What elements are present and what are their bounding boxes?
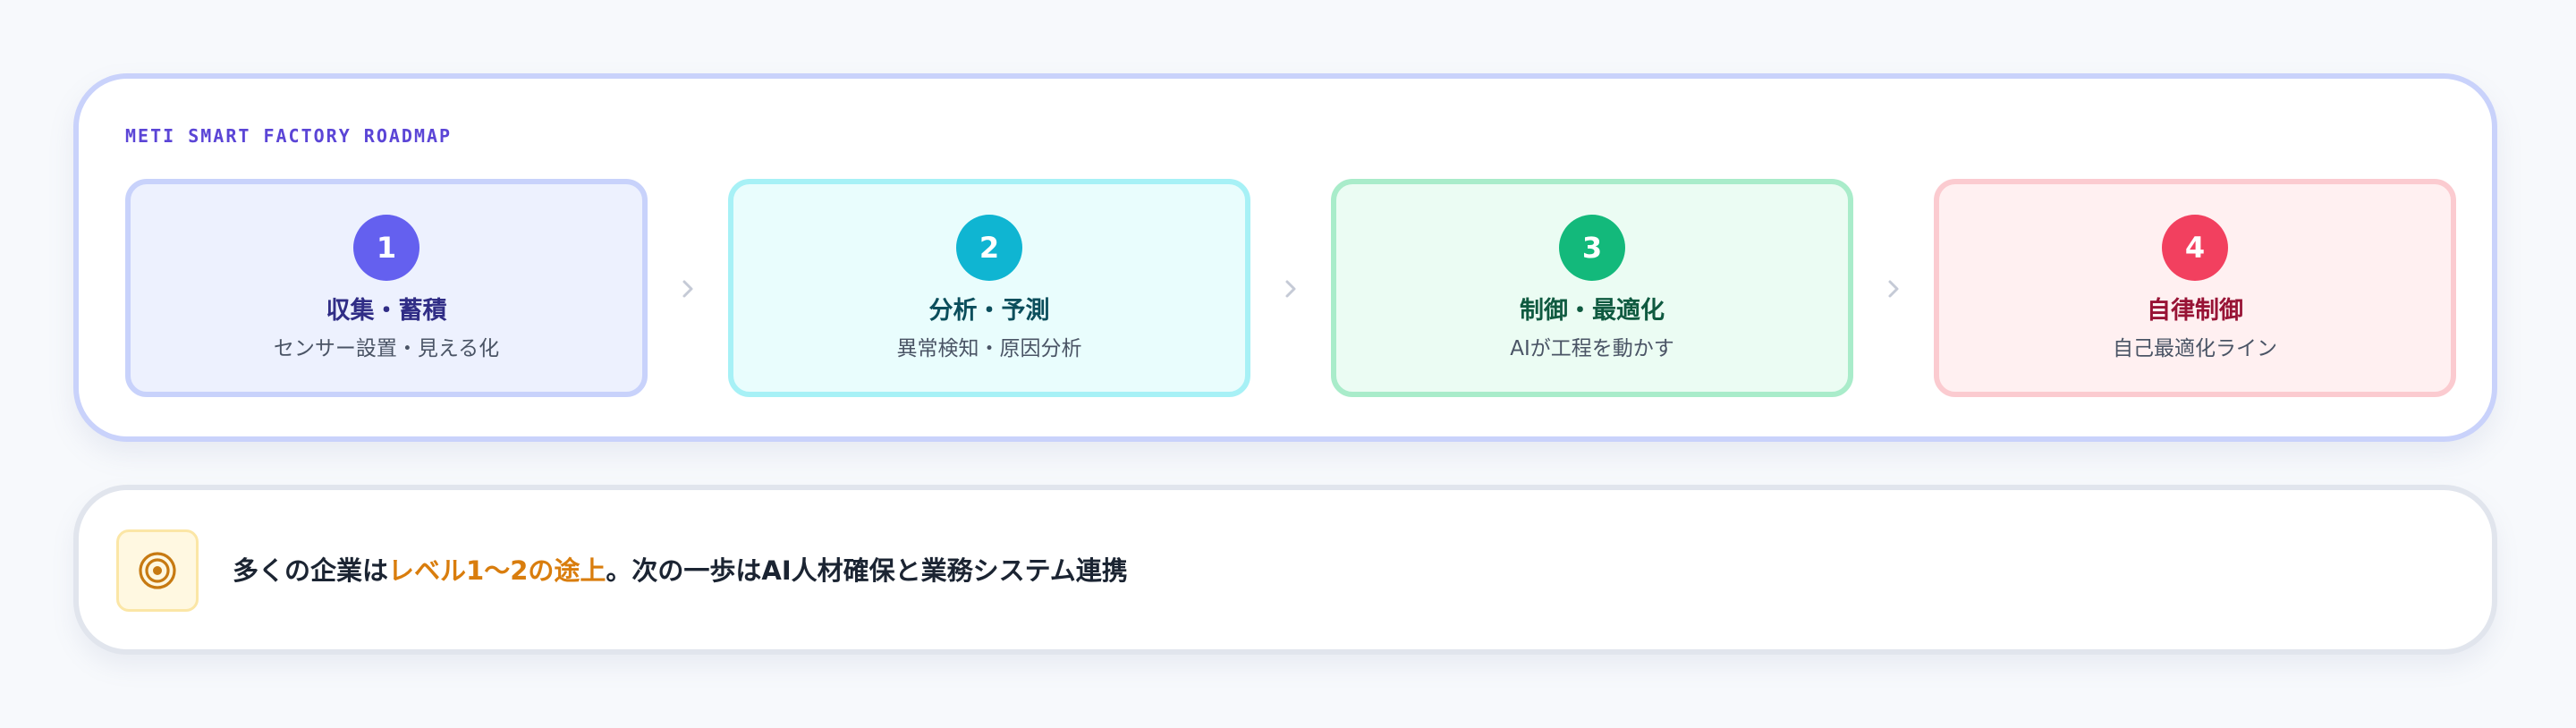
- step-title: 収集・蓄積: [326, 297, 447, 325]
- note-highlight: レベル1〜2の途上: [388, 555, 606, 586]
- summary-note-card: 多くの企業はレベル1〜2の途上。次の一歩はAI人材確保と業務システム連携: [73, 485, 2497, 655]
- step-title: 制御・最適化: [1520, 297, 1665, 325]
- step-subtitle: 自己最適化ライン: [2113, 337, 2277, 360]
- step-number-badge: 2: [956, 215, 1022, 281]
- summary-note-text: 多くの企業はレベル1〜2の途上。次の一歩はAI人材確保と業務システム連携: [233, 553, 1128, 588]
- roadmap-card: METI SMART FACTORY ROADMAP 1 収集・蓄積 センサー設…: [73, 73, 2497, 442]
- roadmap-step-2: 2 分析・予測 異常検知・原因分析: [728, 179, 1250, 397]
- roadmap-steps: 1 収集・蓄積 センサー設置・見える化 2 分析・予測 異常検知・原因分析 3 …: [125, 179, 2456, 397]
- chevron-right-icon: [1880, 275, 1907, 302]
- step-number-badge: 1: [353, 215, 419, 281]
- step-number-badge: 3: [1559, 215, 1625, 281]
- note-text-after: 。次の一歩はAI人材確保と業務システム連携: [606, 555, 1128, 586]
- roadmap-step-3: 3 制御・最適化 AIが工程を動かす: [1331, 179, 1853, 397]
- step-subtitle: 異常検知・原因分析: [896, 337, 1082, 360]
- roadmap-step-1: 1 収集・蓄積 センサー設置・見える化: [125, 179, 648, 397]
- step-subtitle: センサー設置・見える化: [273, 337, 500, 360]
- chevron-right-icon: [674, 275, 701, 302]
- step-number-badge: 4: [2162, 215, 2228, 281]
- note-text-before: 多くの企業は: [233, 555, 389, 586]
- roadmap-label: METI SMART FACTORY ROADMAP: [125, 125, 453, 147]
- step-title: 自律制御: [2147, 297, 2243, 325]
- roadmap-step-4: 4 自律制御 自己最適化ライン: [1934, 179, 2456, 397]
- step-subtitle: AIが工程を動かす: [1510, 337, 1674, 360]
- chevron-right-icon: [1277, 275, 1304, 302]
- step-title: 分析・予測: [928, 297, 1050, 325]
- target-icon: [116, 529, 199, 612]
